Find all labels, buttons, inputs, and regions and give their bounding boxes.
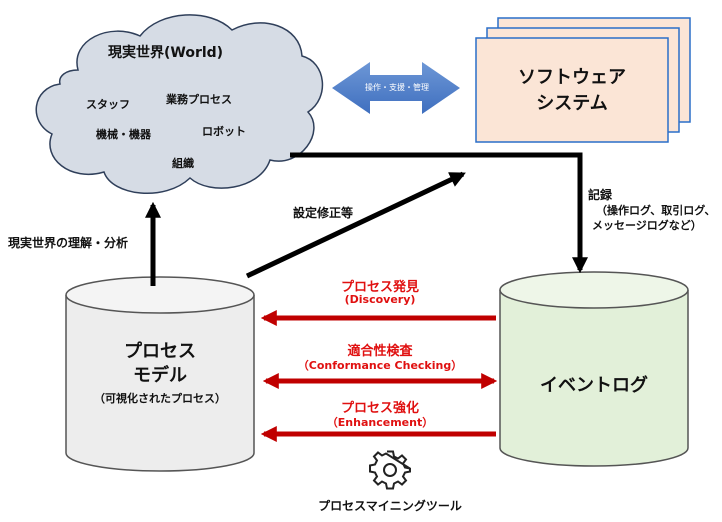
world-item-business-process: 業務プロセス [166,93,232,106]
world-item-organization: 組織 [172,157,194,170]
conformance-label-jp: 適合性検査 [347,344,413,359]
world-title: 現実世界(World) [108,45,224,61]
world-item-robot: ロボット [202,125,246,138]
software-system-stack [475,17,691,143]
discovery-label-jp: プロセス発見 [340,280,419,295]
record-detail-line1: （操作ログ、取引ログ、 [596,204,716,217]
interaction-arrow-label: 操作・支援・管理 [365,83,429,92]
discovery-label-en: (Discovery) [344,293,416,306]
process-model-label-line1: プロセス [124,341,196,362]
conformance-label-en: （Conformance Checking） [297,359,463,372]
tool-label: プロセスマイニングツール [318,499,462,513]
software-label-line2: システム [536,93,608,114]
process-model-cylinder [65,276,255,472]
event-log-cylinder [499,271,689,467]
config-arrow [245,171,466,279]
world-item-machines: 機械・機器 [96,128,151,141]
software-label-line1: ソフトウェア [518,67,626,88]
event-log-label: イベントログ [540,375,648,396]
interaction-double-arrow [332,62,460,114]
enhancement-label-jp: プロセス強化 [340,401,419,416]
record-arrow [290,152,589,274]
enhancement-label-en: （Enhancement） [326,416,434,429]
process-model-sub: （可視化されたプロセス） [94,392,226,405]
world-item-staff: スタッフ [86,98,130,111]
gear-icon [369,450,411,490]
understand-label: 現実世界の理解・分析 [8,236,129,250]
record-title: 記録 [588,188,613,202]
process-model-label-line2: モデル [133,365,187,386]
record-detail-line2: メッセージログなど） [592,219,702,232]
world-cloud [35,14,324,195]
config-label: 設定修正等 [293,206,354,220]
